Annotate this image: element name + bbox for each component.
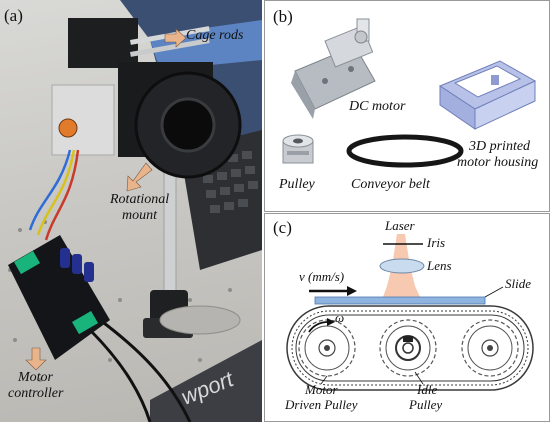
motor-controller-label-line2: controller (8, 386, 64, 401)
wire-black-2 (99, 318, 192, 422)
rotational-mount-label-line1: Rotational (110, 192, 170, 207)
rotational-mount-label-line2: mount (122, 208, 157, 223)
velocity-arrow-head (347, 286, 357, 296)
slide-leader (484, 286, 504, 298)
setup-photo-illustration: wport (8, 0, 262, 422)
wire-red (44, 149, 80, 241)
housing-label-line1: 3D printed (469, 139, 531, 154)
pulley-label: Pulley (279, 177, 315, 192)
panel-a-arrows (25, 28, 187, 371)
right-pulley (461, 319, 519, 377)
velocity-label: v (mm/s) (299, 269, 345, 284)
wire-black-1 (88, 328, 152, 422)
terminal-green-1 (14, 250, 41, 275)
motor-driven-pulley (298, 319, 356, 377)
cage-plate-top (68, 18, 138, 68)
housing-label-line2: motor housing (457, 155, 539, 170)
idle-pulley-label-line2: Pulley (409, 397, 443, 412)
dc-motor (291, 18, 376, 119)
components-illustration (282, 18, 537, 168)
cage-rods-arrow (164, 28, 187, 48)
motor-controller-arrow (25, 347, 47, 371)
clamp (159, 305, 241, 335)
motor-controller-label-line1: Motor (18, 370, 53, 385)
motor-housing (51, 84, 115, 156)
motor-housing-3d (438, 60, 537, 130)
motor-leader (320, 375, 328, 385)
capacitors (60, 248, 94, 282)
belt-teeth (291, 310, 529, 386)
iris-label: Iris (427, 235, 446, 250)
wire-blue (28, 149, 72, 231)
omega-arrow (308, 321, 328, 333)
lens (379, 258, 425, 274)
omega-label: ω (335, 310, 345, 325)
laptop-screen-glow (150, 20, 262, 70)
schematic-panel: (c) Laser Iris Lens v (mm/s) Slide ω Mot… (264, 213, 550, 422)
idle-pulley-label-line1: Idle (417, 382, 438, 397)
rotational-mount-arrow (126, 162, 153, 192)
cage-rods-label: Cage rods (186, 28, 244, 43)
photo-panel: wport (a) Cage rods (0, 0, 262, 422)
conveyor-belt-label: Conveyor belt (351, 177, 430, 192)
panel-b-label: (b) (273, 7, 293, 26)
dc-motor-label: DC motor (349, 99, 406, 114)
idle-pulley (379, 319, 437, 377)
panel-a-label: (a) (4, 6, 23, 25)
cage-rod-2 (129, 38, 210, 57)
motor-knob (58, 118, 78, 138)
schematic-illustration (286, 234, 534, 391)
panel-c-label: (c) (273, 218, 292, 237)
slide-label: Slide (505, 276, 531, 291)
belt-inner (295, 314, 525, 382)
idle-leader (414, 371, 424, 385)
belt-outer (286, 305, 534, 391)
pulley (282, 134, 314, 164)
motor-pulley-label-line2: Driven Pulley (285, 397, 358, 412)
mount-aperture (160, 97, 216, 153)
terminal-green-2 (71, 311, 99, 335)
lens-label: Lens (427, 258, 452, 273)
omega-arrow-head (327, 318, 335, 326)
motor-pulley-label-line1: Motor (305, 382, 338, 397)
slide (314, 296, 486, 305)
conveyor-belt (346, 134, 464, 168)
wire-yellow (36, 149, 76, 236)
laser-label: Laser (385, 218, 415, 233)
components-panel: (b) DC motor 3D printed motor housing Pu… (264, 0, 550, 212)
